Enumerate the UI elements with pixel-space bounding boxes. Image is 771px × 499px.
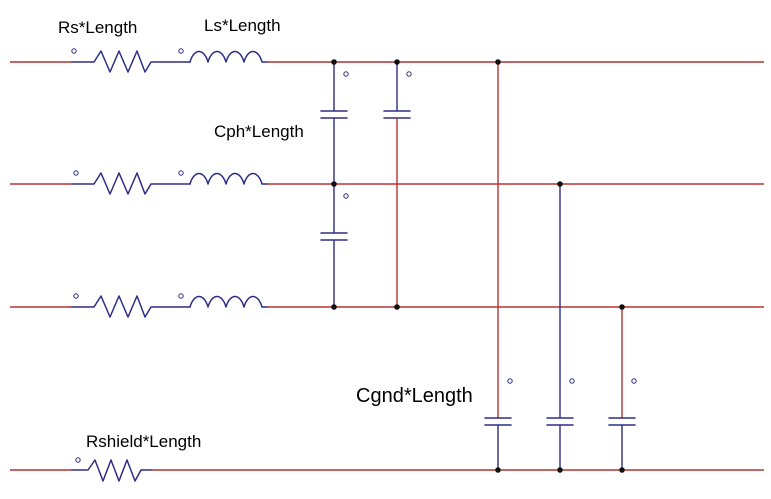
cph-label: Cph*Length <box>214 122 304 141</box>
inductor-3-pin-icon <box>178 293 184 299</box>
cgnd-3-pin-icon <box>631 378 637 384</box>
inductor-1 <box>189 50 269 63</box>
junction-dot <box>619 467 625 473</box>
junction-dot <box>495 59 501 65</box>
cph-2-pin-icon <box>343 193 349 199</box>
junction-dot <box>331 59 337 65</box>
rs-label: Rs*Length <box>58 18 137 37</box>
junction-dot <box>331 181 337 187</box>
junction-dot <box>394 304 400 310</box>
resistor-shield <box>71 459 153 482</box>
cgnd-label: Cgnd*Length <box>356 385 473 407</box>
resistor-1 <box>71 50 191 73</box>
cph-3-pin-icon <box>406 71 412 77</box>
ls-label: Ls*Length <box>204 16 281 35</box>
junction-dot <box>331 304 337 310</box>
junction-dot <box>495 467 501 473</box>
junction-dot <box>394 59 400 65</box>
inductor-2 <box>189 172 269 185</box>
rshield-label: Rshield*Length <box>86 432 201 451</box>
resistor-2 <box>71 172 191 195</box>
junction-dot <box>557 467 563 473</box>
cgnd-2-pin-icon <box>569 378 575 384</box>
junction-dot <box>619 304 625 310</box>
cgnd-1-pin-icon <box>507 378 513 384</box>
resistor-1-pin-icon <box>71 48 77 54</box>
resistor-2-pin-icon <box>73 170 79 176</box>
inductor-3 <box>189 295 269 308</box>
resistor-3 <box>71 295 191 318</box>
cph-1-pin-icon <box>343 71 349 77</box>
resistor-shield-pin-icon <box>75 457 81 463</box>
inductor-2-pin-icon <box>178 170 184 176</box>
junction-dot <box>557 181 563 187</box>
inductor-1-pin-icon <box>178 48 184 54</box>
resistor-3-pin-icon <box>73 293 79 299</box>
